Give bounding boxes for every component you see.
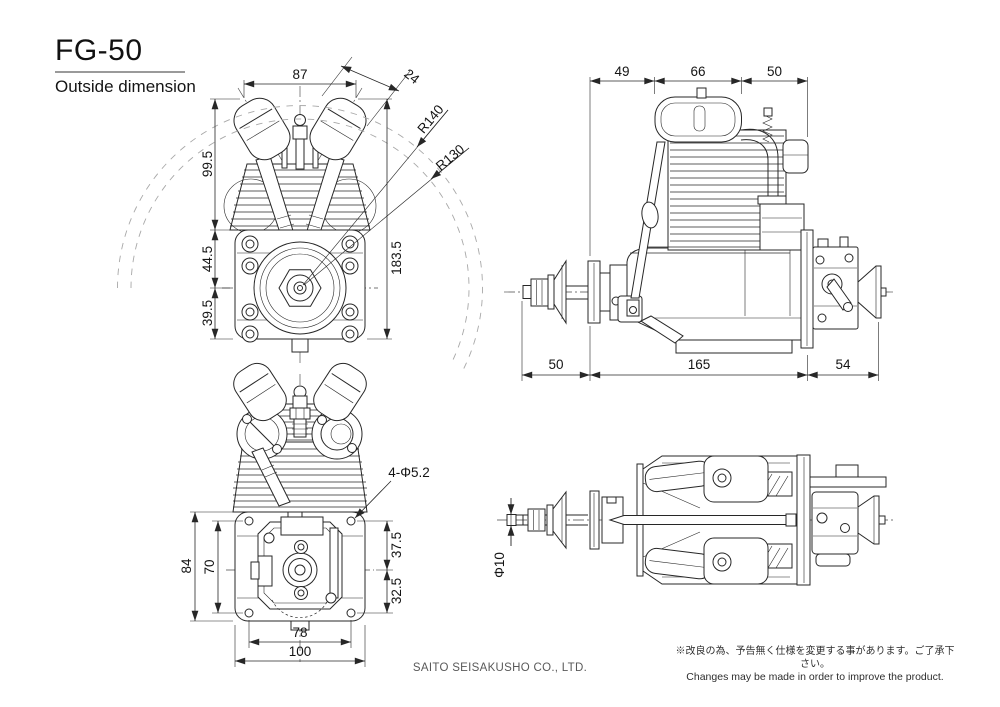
- prop-shaft-top: [506, 490, 624, 550]
- dim-bottom-carb: 54: [835, 357, 851, 372]
- rocker-cover-right: [309, 97, 367, 161]
- rocker-cover-top-lower: [644, 547, 712, 580]
- dim-shaft-diameter: Φ10: [492, 552, 507, 578]
- prop-shaft-side: [522, 259, 601, 325]
- dim-hole-pitch-vertical: 70: [202, 559, 217, 574]
- front-view: 87 24 R140 R130 99.5 44.5 39.5: [117, 56, 483, 370]
- top-dimensions: Φ10: [492, 498, 515, 578]
- cylinder-fins-front: [223, 163, 377, 234]
- page-title: FG-50: [55, 34, 143, 67]
- rear-view: 84 70 37.5 32.5 78 100 4-Φ5.2: [179, 362, 430, 667]
- spark-plug-rear: [289, 385, 311, 438]
- backplate-assembly: [250, 511, 343, 631]
- pushrod-side: [630, 141, 666, 299]
- dim-hole-pitch-horizontal: 78: [292, 625, 307, 640]
- dim-lower-height: 39.5: [200, 300, 215, 326]
- carburetor-top: [809, 464, 887, 567]
- carburetor-side: [812, 236, 887, 330]
- dim-total-height: 183.5: [389, 241, 404, 275]
- dim-plate-height: 84: [179, 558, 194, 574]
- valve-cover-side: [654, 87, 742, 143]
- page-subtitle: Outside dimension: [55, 77, 196, 96]
- rear-dimensions: 84 70 37.5 32.5 78 100 4-Φ5.2: [179, 465, 430, 667]
- title-block: FG-50 Outside dimension: [55, 34, 196, 97]
- dim-cover-offset: 24: [401, 66, 422, 87]
- rear-lug: [782, 139, 809, 174]
- dim-top-width: 87: [292, 67, 307, 82]
- dim-top-front: 49: [614, 64, 629, 79]
- cylinder-head-top-lower: [703, 537, 769, 585]
- top-view: Φ10: [492, 454, 895, 586]
- pushrod-rear: [251, 447, 291, 507]
- dim-mid-height: 44.5: [200, 246, 215, 272]
- disclaimer-english: Changes may be made in order to improve …: [686, 671, 944, 683]
- dim-bottom-shaft: 50: [548, 357, 563, 372]
- side-view: 49 66 50 50 165 54: [504, 64, 893, 381]
- dim-bottom-body: 165: [688, 357, 711, 372]
- rocker-cover-rear-right: [313, 362, 367, 422]
- dim-hole-callout: 4-Φ5.2: [388, 465, 430, 480]
- dim-top-rear: 50: [767, 64, 782, 79]
- rocker-cover-left: [233, 97, 291, 161]
- intake-elbow: [740, 107, 805, 251]
- dim-axis-to-top-holes: 37.5: [389, 532, 404, 558]
- side-dimensions: 49 66 50 50 165 54: [521, 64, 879, 381]
- title-divider: [55, 71, 185, 73]
- port-flange-left: [236, 408, 288, 460]
- company-name: SAITO SEISAKUSHO CO., LTD.: [412, 662, 588, 674]
- dim-upper-height: 99.5: [200, 151, 215, 177]
- mount-bosses: [241, 235, 359, 343]
- prop-clearance-arcs: [117, 105, 483, 370]
- rear-cover-side: [800, 229, 814, 349]
- cylinder-head-top-upper: [703, 455, 769, 503]
- dim-top-cover: 66: [690, 64, 705, 79]
- dim-axis-to-bottom-holes: 32.5: [389, 578, 404, 604]
- dim-radius-inner: R130: [433, 141, 467, 173]
- disclaimer: ※改良の為、予告無く仕様を変更する事があります。ご了承下さい。 Changes …: [672, 645, 958, 685]
- crankcase-side: [599, 247, 807, 354]
- dim-plate-width: 100: [289, 644, 312, 659]
- rear-cover-top: [796, 454, 811, 586]
- crank-boss-front: [253, 241, 347, 353]
- disclaimer-japanese: ※改良の為、予告無く仕様を変更する事があります。ご了承下さい。: [675, 646, 955, 670]
- rocker-cover-rear-left: [233, 362, 287, 422]
